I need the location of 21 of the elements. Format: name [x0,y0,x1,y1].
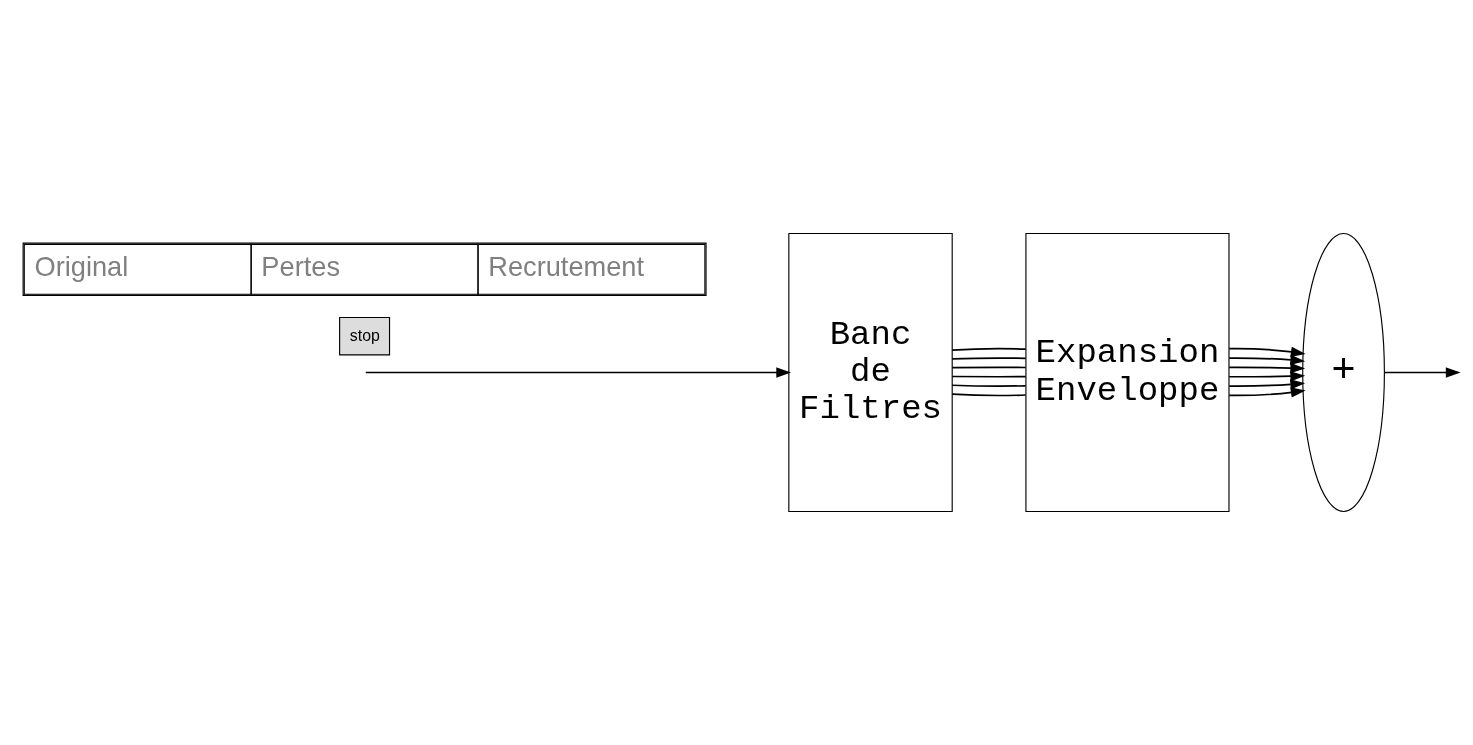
label: Original [34,251,129,283]
node-box: Expansion Enveloppe [1025,232,1230,513]
label: Pertes [261,251,341,283]
connector [951,366,1027,369]
label: Recrutement [488,251,645,283]
arrow [1228,346,1306,357]
connector [951,375,1027,378]
connector [951,357,1027,360]
arrow [1228,387,1306,398]
arrow [1228,379,1306,390]
arrow [1228,354,1306,366]
node-box: Banc de Filtres [788,232,953,513]
connector [951,347,1027,351]
label: stop [349,326,380,344]
arrow [1228,362,1306,374]
node-ellipse: + [1302,232,1385,513]
arrow [364,367,792,378]
connector [951,393,1027,397]
connector [951,384,1027,387]
arrow [1383,367,1461,378]
arrow [1228,371,1306,382]
